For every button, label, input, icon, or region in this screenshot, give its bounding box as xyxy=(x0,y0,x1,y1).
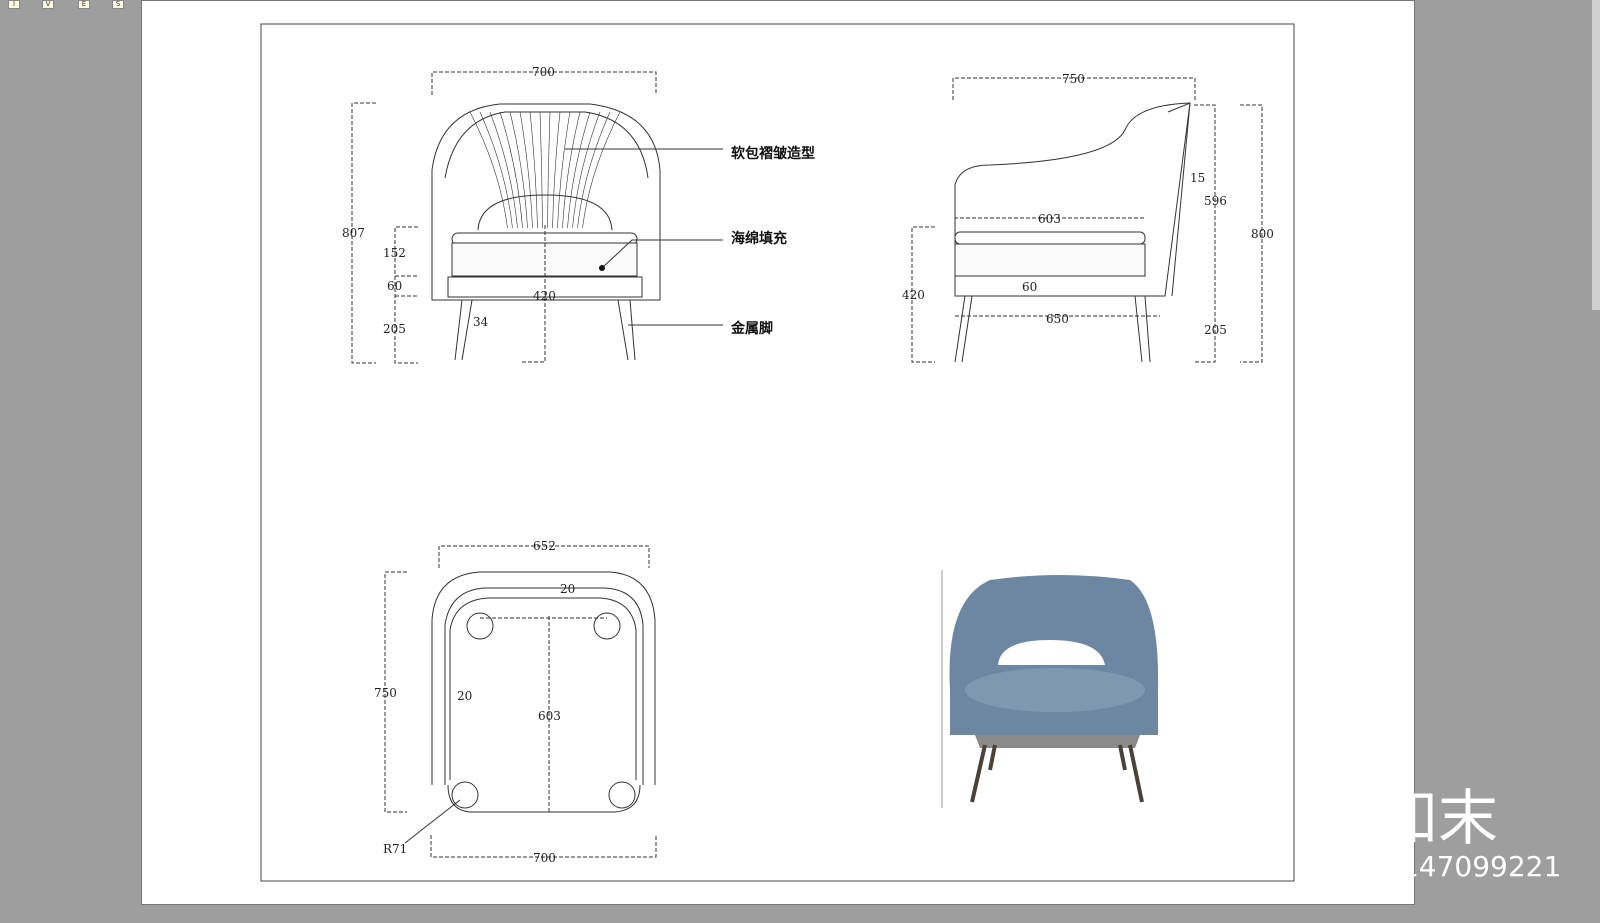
pleat-line xyxy=(557,111,571,229)
dim-seat: 152 xyxy=(383,246,406,260)
callout-foam-filling: 海绵填充 xyxy=(731,230,787,247)
dim-thick: 15 xyxy=(1190,171,1205,185)
dim-depth: 750 xyxy=(1062,72,1085,86)
pleat-line xyxy=(479,111,513,229)
dim-base-side: 60 xyxy=(1022,280,1037,294)
top-view xyxy=(384,545,657,858)
pleat-line xyxy=(582,111,621,229)
callout-metal-legs: 金属脚 xyxy=(730,320,773,337)
chair-photo xyxy=(941,570,1159,808)
dim-seat-depth: 420 xyxy=(533,289,556,303)
dim-inner: 603 xyxy=(538,709,561,723)
callout-pleated-upholstery: 软包褶皱造型 xyxy=(731,145,815,162)
dim-top: 652 xyxy=(533,539,556,553)
pleat-line xyxy=(567,111,591,229)
dim-seat-height: 420 xyxy=(902,288,925,302)
tab-s[interactable]: S xyxy=(112,0,124,9)
front-view xyxy=(351,71,723,364)
dim-leg-width: 34 xyxy=(473,315,489,329)
watermark-id: ID: 1147099221 xyxy=(1335,850,1562,883)
pleat-line xyxy=(519,111,533,229)
side-view xyxy=(911,77,1263,363)
dim-base: 60 xyxy=(387,279,402,293)
dim-width: 700 xyxy=(532,65,555,79)
pleat-line xyxy=(529,111,538,229)
dim-height-side: 800 xyxy=(1251,227,1274,241)
dim-r20: 20 xyxy=(560,582,575,596)
watermark-logo: 知末 xyxy=(1378,784,1498,854)
dim-leg: 205 xyxy=(383,322,406,336)
dim-height: 807 xyxy=(342,226,365,240)
pleat-line xyxy=(469,111,508,229)
scrollbar[interactable] xyxy=(1592,0,1600,310)
pleat-line xyxy=(547,111,551,229)
callout-dot xyxy=(599,265,605,271)
dim-seat-depth-side: 603 xyxy=(1038,212,1061,226)
dim-side: 20 xyxy=(457,689,472,703)
tab-e[interactable]: E xyxy=(78,0,90,9)
dim-depth-top: 750 xyxy=(374,686,397,700)
pleat-line xyxy=(577,111,611,229)
pleat-line xyxy=(499,111,523,229)
pleat-line xyxy=(539,111,543,229)
pleat-line xyxy=(509,111,528,229)
dim-foot: 650 xyxy=(1046,312,1069,326)
dim-bottom: 700 xyxy=(533,851,556,865)
dim-leg-side: 205 xyxy=(1204,323,1227,337)
pleat-line xyxy=(572,111,601,229)
dim-radius: R71 xyxy=(383,842,407,856)
pleat-line xyxy=(562,111,581,229)
tab-v[interactable]: V xyxy=(42,0,54,9)
pleat-line xyxy=(489,111,518,229)
pleat-line xyxy=(552,111,561,229)
tab-i[interactable]: I xyxy=(8,0,20,9)
dim-back: 596 xyxy=(1204,194,1227,208)
